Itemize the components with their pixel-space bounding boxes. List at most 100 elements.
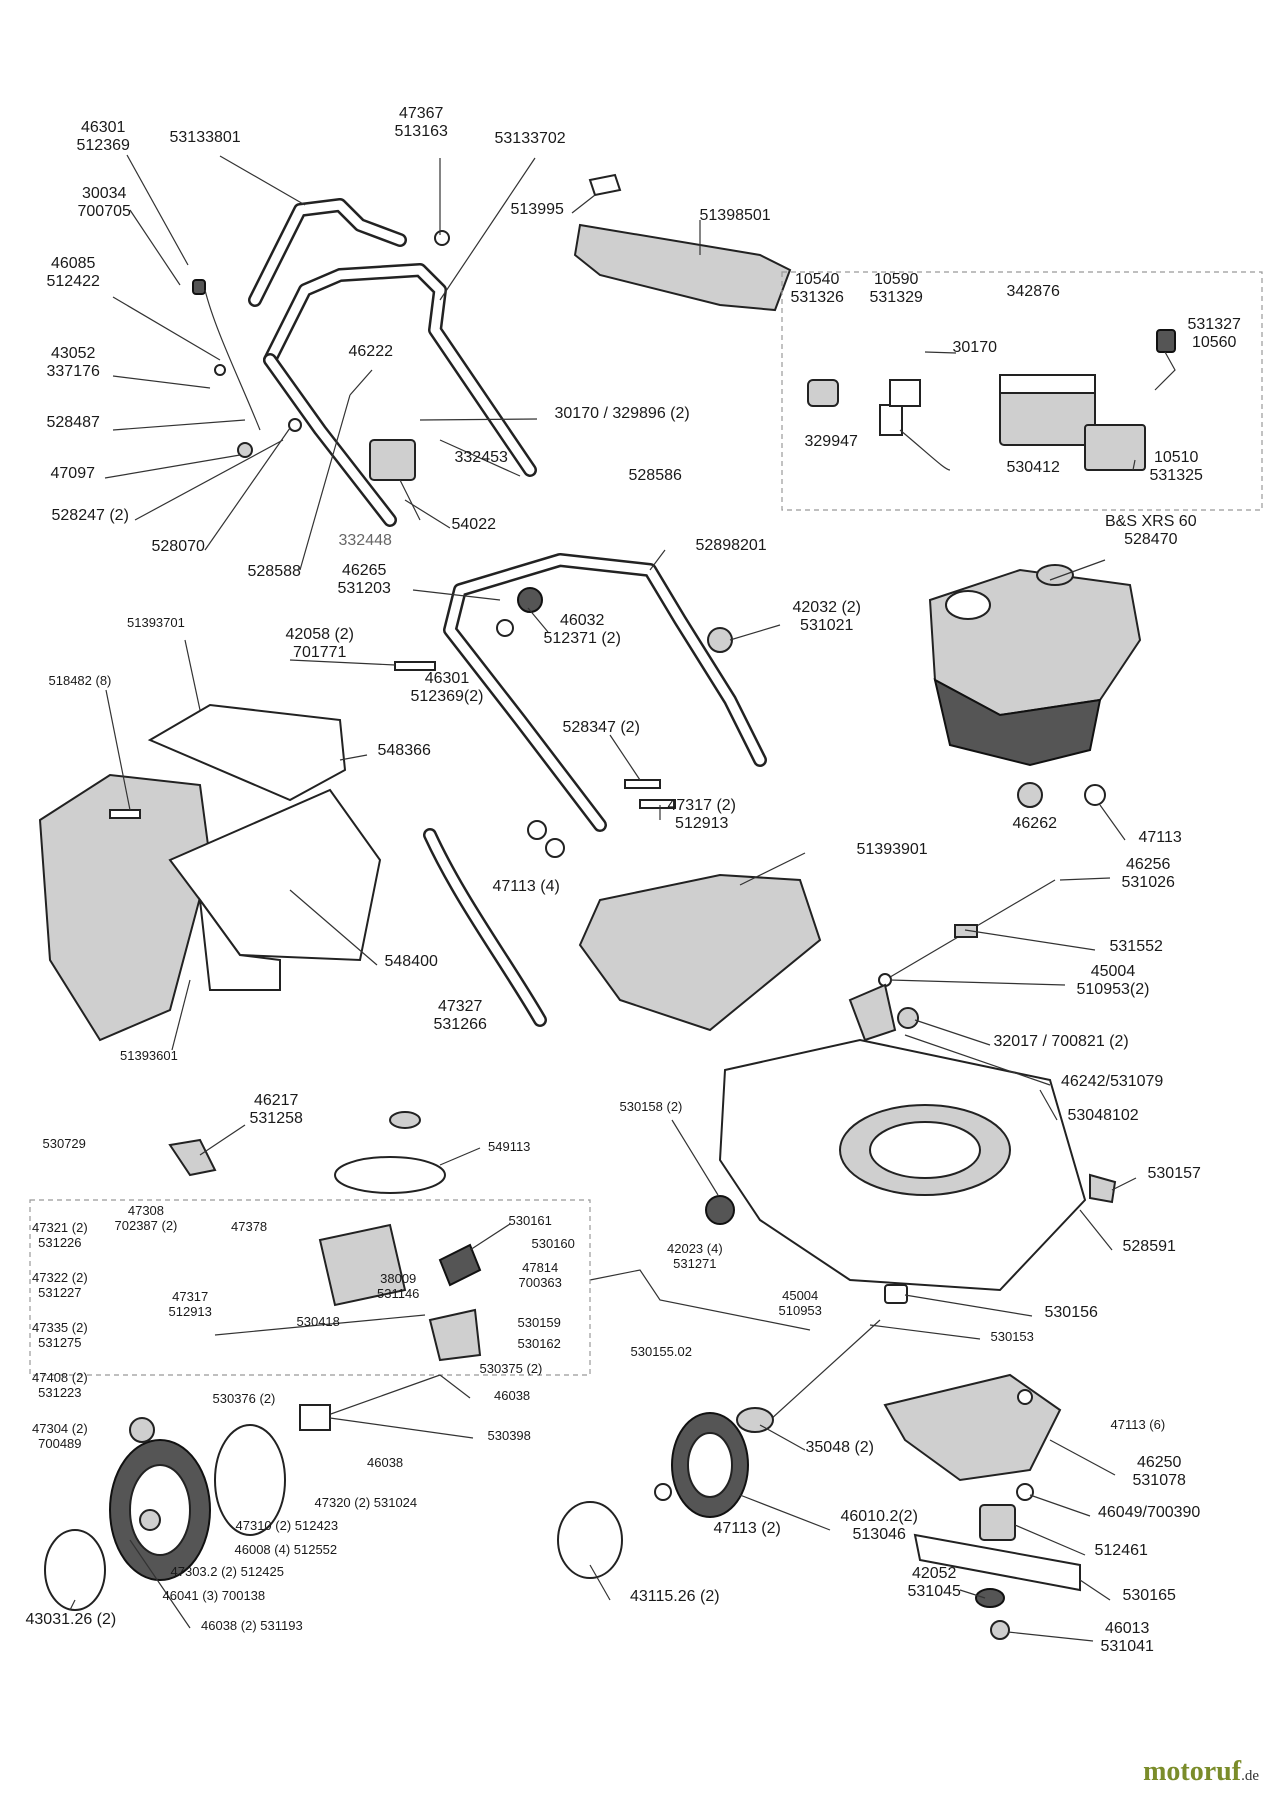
part-label: 46250 531078 <box>1132 1454 1186 1489</box>
part-label: 43115.26 (2) <box>630 1588 720 1605</box>
part-label: 332448 <box>338 532 392 549</box>
part-label: 47408 (2) 531223 <box>32 1370 88 1400</box>
part-label: 51393701 <box>127 614 185 630</box>
watermark-logo: motoruf.de <box>1143 1756 1259 1788</box>
part-label: 528586 <box>628 467 682 484</box>
part-label: 35048 (2) <box>805 1439 875 1456</box>
rear-axle-rod <box>589 1269 811 1331</box>
part-label: 531552 <box>1109 938 1163 955</box>
watermark-tld: .de <box>1241 1768 1259 1784</box>
part-label: 530412 <box>1006 459 1060 476</box>
part-label: 47303.2 (2) 512425 <box>170 1563 284 1579</box>
part-label: 46038 <box>494 1387 531 1403</box>
part-label: 47317 512913 <box>168 1289 212 1319</box>
part-label: 30170 <box>952 339 998 356</box>
part-label: 42032 (2) 531021 <box>792 599 862 634</box>
part-label: 47327 531266 <box>433 998 487 1033</box>
lower-handle-52898201 <box>394 553 767 858</box>
part-label: 45004 510953 <box>778 1288 822 1318</box>
part-label: 46301 512369(2) <box>410 670 484 705</box>
height-adjust-rod <box>878 879 1056 987</box>
part-label: 46262 <box>1012 815 1058 832</box>
part-label: 46038 <box>367 1454 404 1470</box>
part-label: B&S XRS 60 528470 <box>1105 513 1197 548</box>
part-label: 46032 512371 (2) <box>543 612 621 647</box>
spring-46262 <box>1017 782 1043 808</box>
engine-528470 <box>928 564 1142 767</box>
part-label: 549113 <box>488 1138 531 1154</box>
part-label: 53133702 <box>494 130 566 147</box>
watermark-brand: motoruf <box>1143 1756 1242 1787</box>
part-label: 46013 531041 <box>1100 1620 1154 1655</box>
part-label: 47113 (4) <box>492 878 560 895</box>
part-label: 46085 512422 <box>46 255 100 290</box>
grass-catcher <box>38 703 382 1042</box>
part-label: 530155.02 <box>630 1343 692 1359</box>
mower-deck-53048102 <box>705 983 1117 1304</box>
part-label: 51398501 <box>699 207 771 224</box>
part-label: 513995 <box>510 201 564 218</box>
part-label: 528247 (2) <box>51 507 129 524</box>
part-label: 512461 <box>1094 1542 1148 1559</box>
part-label: 46049/700390 <box>1098 1504 1201 1521</box>
part-label: 43052 337176 <box>46 345 100 380</box>
part-label: 47321 (2) 531226 <box>32 1220 88 1250</box>
part-label: 530153 <box>990 1328 1034 1344</box>
part-label: 42023 (4) 531271 <box>667 1241 723 1271</box>
part-label: 45004 510953(2) <box>1076 963 1150 998</box>
part-label: 528591 <box>1122 1238 1176 1255</box>
discharge-flap-51393901 <box>578 873 822 1032</box>
part-label: 530418 <box>296 1313 340 1329</box>
part-label: 530156 <box>1044 1304 1098 1321</box>
part-label: 54022 <box>451 516 497 533</box>
part-label: 518482 (8) <box>48 672 112 688</box>
part-label: 46041 (3) 700138 <box>162 1587 266 1603</box>
part-label: 43031.26 (2) <box>25 1611 117 1628</box>
part-label: 530161 <box>508 1212 552 1228</box>
part-label: 528588 <box>247 563 301 580</box>
part-label: 46242/531079 <box>1061 1073 1164 1090</box>
part-label: 47310 (2) 512423 <box>235 1517 339 1533</box>
part-label: 548400 <box>384 953 438 970</box>
drive-gearbox-assembly <box>29 1111 591 1431</box>
top-cover-51398501 <box>573 173 792 312</box>
part-label: 530159 <box>517 1314 561 1330</box>
part-label: 47320 (2) 531024 <box>314 1494 418 1510</box>
part-label: 530376 (2) <box>212 1390 276 1406</box>
part-label: 42052 531045 <box>907 1565 961 1600</box>
part-label: 528487 <box>46 414 100 431</box>
part-label: 51393901 <box>856 841 928 858</box>
part-label: 530375 (2) <box>479 1360 543 1376</box>
part-label: 342876 <box>1006 283 1060 300</box>
part-label: 531327 10560 <box>1187 316 1241 351</box>
front-wheel-assembly <box>557 1407 774 1579</box>
nut-47113 <box>1084 784 1106 806</box>
part-label: 530158 (2) <box>619 1098 683 1114</box>
part-label: 530165 <box>1122 1587 1176 1604</box>
part-label: 46256 531026 <box>1121 856 1175 891</box>
part-label: 47378 <box>231 1218 268 1234</box>
part-label: 530398 <box>487 1427 531 1443</box>
part-label: 47304 (2) 700489 <box>32 1421 88 1451</box>
part-label: 30170 / 329896 (2) <box>554 405 690 422</box>
part-label: 46008 (4) 512552 <box>234 1541 338 1557</box>
part-label: 42058 (2) 701771 <box>285 626 355 661</box>
part-label: 46038 (2) 531193 <box>201 1617 303 1633</box>
part-label: 32017 / 700821 (2) <box>993 1033 1129 1050</box>
part-label: 47317 (2) 512913 <box>667 797 737 832</box>
part-label: 53133801 <box>169 129 241 146</box>
part-label: 47097 <box>50 465 96 482</box>
part-label: 530162 <box>517 1335 561 1351</box>
part-label: 46217 531258 <box>249 1092 303 1127</box>
part-label: 38009 531146 <box>377 1271 420 1301</box>
part-label: 52898201 <box>695 537 767 554</box>
part-label: 30034 700705 <box>77 185 131 220</box>
part-label: 47367 513163 <box>394 105 448 140</box>
part-label: 46265 531203 <box>337 562 391 597</box>
part-label: 528347 (2) <box>562 719 640 736</box>
part-label: 47113 (2) <box>713 1520 781 1537</box>
part-label: 530729 <box>42 1135 86 1151</box>
